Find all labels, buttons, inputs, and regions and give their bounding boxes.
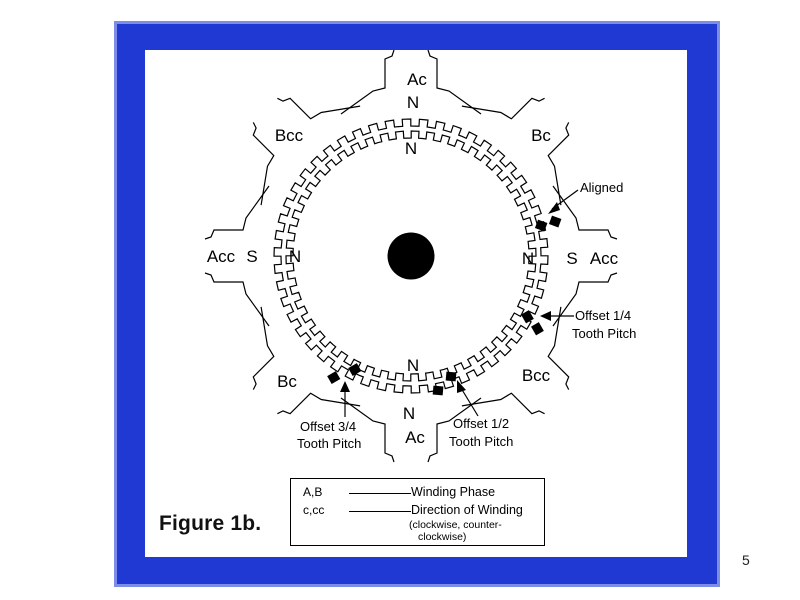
stator-pole-edge [547,306,570,390]
figure-title: Figure 1b. [159,512,262,535]
stator-pole-edge [252,122,275,206]
offset-quarter-label-2: Tooth Pitch [572,326,636,341]
tooth-marker [348,363,362,376]
legend-desc-direction: Direction of Winding [411,503,523,517]
offset-three-quarter-arrowhead [340,381,350,392]
figure-panel [145,50,687,557]
stator-pole-edge [461,97,545,120]
stator-pole-edge [427,50,482,115]
offset-three-quarter-label-1: Offset 3/4 [300,419,356,434]
legend-desc-phase: Winding Phase [411,485,496,499]
offset-quarter-arrowhead [540,311,551,321]
tooth-marker [531,322,544,336]
page-number: 5 [742,552,750,568]
stator-pole-edge [277,392,361,415]
pole-left-stator-polarity: S [246,247,257,266]
tooth-marker [521,310,534,324]
offset-quarter-label-1: Offset 1/4 [575,308,631,323]
stator-pole-edge [461,392,545,415]
stator-pole-edge [204,185,270,240]
tooth-marker [445,371,457,382]
tooth-marker [548,215,562,228]
pole-lower-left-phase: Bc [277,372,297,391]
rotor-shaft [387,232,435,280]
pole-right-stator-polarity: S [566,249,577,268]
rotor-left-polarity: N [289,247,301,266]
offset-half-label-2: Tooth Pitch [449,434,513,449]
pole-top-stator-polarity: N [407,93,419,112]
stator-pole-edge [427,397,482,463]
legend-key-phase: A,B [303,485,323,499]
stator-pole-edge [340,397,395,463]
pole-bottom-phase: Ac [405,428,425,447]
legend-note-line1: (clockwise, counter- [409,519,502,531]
aligned-arrowhead [548,202,560,214]
legend-rule [349,493,411,494]
legend-note-line2: clockwise) [418,531,467,543]
pole-upper-right-phase: Bc [531,126,551,145]
stator-teeth [273,118,549,394]
pole-lower-right-phase: Bcc [522,366,551,385]
pole-bottom-stator-polarity: N [403,404,415,423]
tooth-marker [534,219,548,232]
stator-pole-edge [552,272,618,327]
pole-upper-left-phase: Bcc [275,126,304,145]
stator-pole-edge [204,272,270,327]
tooth-marker [432,385,444,396]
pole-top-phase: Ac [407,70,427,89]
legend: A,B Winding Phase c,cc Direction of Wind… [290,478,545,546]
aligned-label: Aligned [580,180,623,195]
stator-pole-edge [252,306,275,390]
stator-pole-edge [277,97,361,120]
legend-rule [349,511,411,512]
rotor-right-polarity: N [522,249,534,268]
offset-half-label-1: Offset 1/2 [453,416,509,431]
pole-right-phase: Acc [590,249,619,268]
stepper-motor-diagram: Ac N N N N Ac Acc S N N S Acc Bcc Bc Bc … [204,50,636,463]
stator-pole-edge [552,185,618,240]
stator-pole-edge [547,122,570,206]
offset-half-leader [460,387,479,417]
pole-left-phase: Acc [207,247,236,266]
rotor-bottom-polarity: N [407,356,419,375]
alignment-markers [327,215,562,396]
rotor-top-polarity: N [405,139,417,158]
offset-half-arrowhead [457,380,466,393]
stator-poles [204,50,618,463]
legend-key-direction: c,cc [303,503,325,517]
rotor-teeth [285,130,537,382]
stator-pole-edge [340,50,395,115]
tooth-marker [327,371,341,384]
offset-three-quarter-label-2: Tooth Pitch [297,436,361,451]
